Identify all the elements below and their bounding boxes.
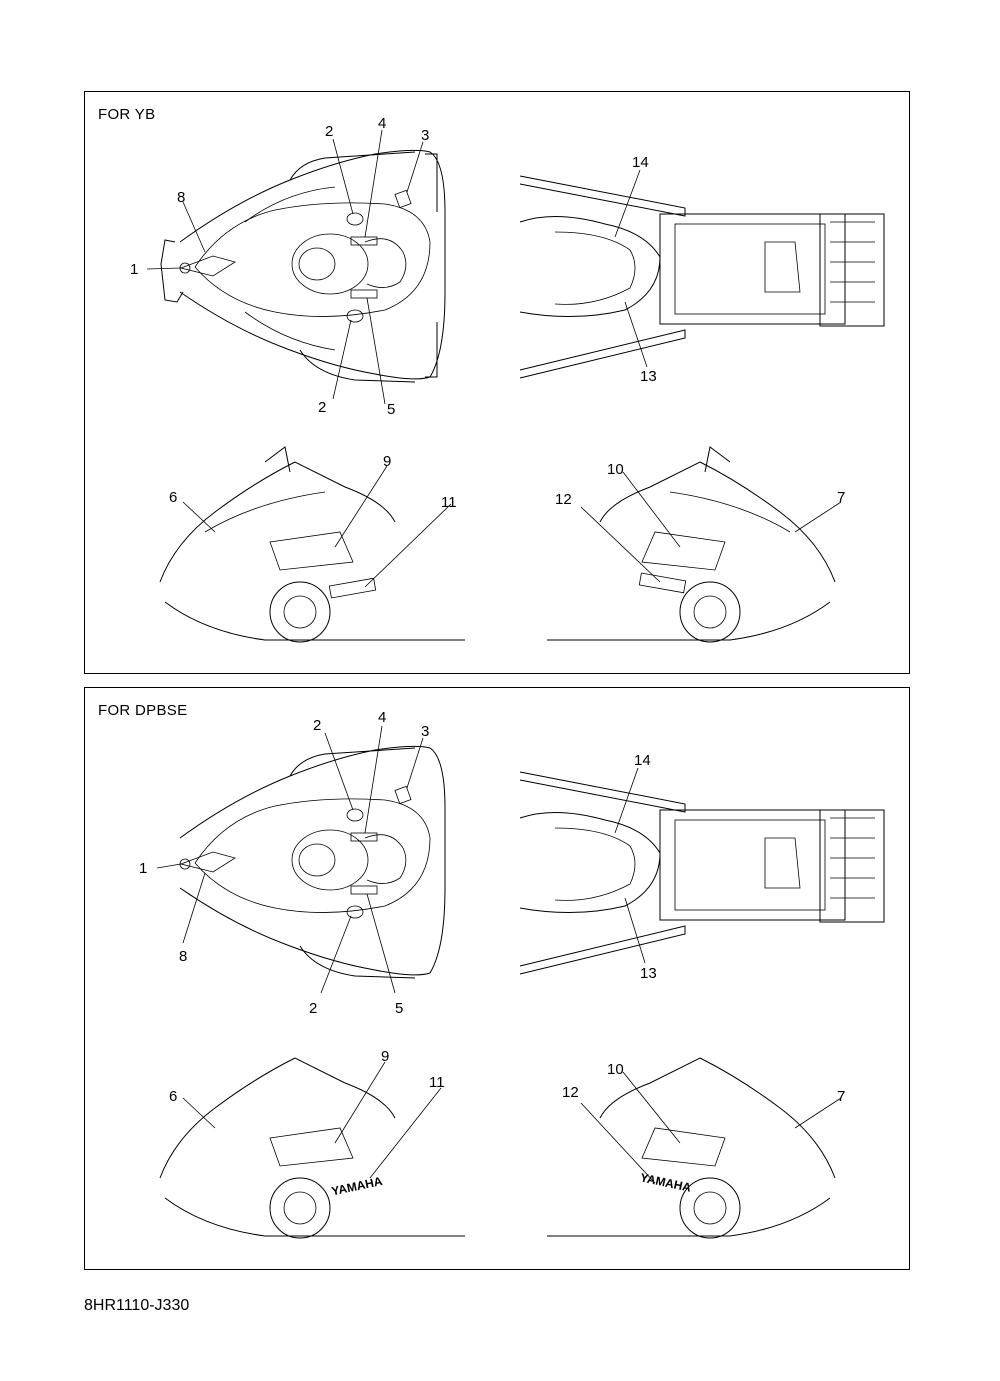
callout-5: 5 [387, 401, 395, 418]
callout-3: 3 [421, 723, 429, 740]
panel-title: FOR DPBSE [98, 702, 188, 719]
callout-9: 9 [381, 1048, 389, 1065]
document-code: 8HR1110-J330 [84, 1297, 190, 1314]
callout-13: 13 [640, 368, 657, 385]
leader-lines [156, 725, 842, 1184]
callout-2-top: 2 [313, 717, 321, 734]
panel-for-yb: FOR YB [84, 91, 910, 674]
callout-5: 5 [395, 1000, 403, 1017]
rear-view-illustration [519, 175, 885, 379]
callout-10: 10 [607, 1061, 624, 1078]
top-view-illustration [160, 149, 446, 383]
callout-4: 4 [378, 115, 386, 132]
callout-1: 1 [130, 261, 138, 278]
callout-4: 4 [378, 709, 386, 726]
yamaha-decal-left: YAMAHA [330, 1174, 384, 1198]
callout-9: 9 [383, 453, 391, 470]
callout-12: 12 [555, 491, 572, 508]
callout-7: 7 [837, 1088, 845, 1105]
left-side-view-illustration [159, 446, 465, 643]
panel-for-dpbse: FOR DPBSE [84, 687, 910, 1270]
callout-3: 3 [421, 127, 429, 144]
callout-10: 10 [607, 461, 624, 478]
callout-11: 11 [429, 1074, 445, 1091]
right-side-view-illustration [547, 446, 836, 643]
callout-14: 14 [634, 752, 651, 769]
callout-7: 7 [837, 489, 845, 506]
panel-title: FOR YB [98, 106, 156, 123]
top-view-illustration [179, 745, 446, 979]
callout-6: 6 [169, 1088, 177, 1105]
callout-2-bottom: 2 [318, 399, 326, 416]
callout-6: 6 [169, 489, 177, 506]
callout-11: 11 [441, 494, 457, 511]
rear-view-illustration [519, 771, 885, 975]
leader-lines [146, 129, 842, 588]
callout-2-top: 2 [325, 123, 333, 140]
callout-8: 8 [177, 189, 185, 206]
decal-diagram: 1 2 3 4 5 6 7 8 9 10 11 12 13 14 2 [130, 115, 885, 643]
callout-14: 14 [632, 154, 649, 171]
callout-8: 8 [179, 948, 187, 965]
callout-1: 1 [139, 860, 147, 877]
callout-13: 13 [640, 965, 657, 982]
left-side-view-illustration: YAMAHA [159, 1057, 465, 1239]
callout-12: 12 [562, 1084, 579, 1101]
callout-2-bottom: 2 [309, 1000, 317, 1017]
right-side-view-illustration: YAMAHA [547, 1057, 836, 1239]
decal-diagram: YAMAHA YAMAHA 1 2 [139, 709, 885, 1239]
